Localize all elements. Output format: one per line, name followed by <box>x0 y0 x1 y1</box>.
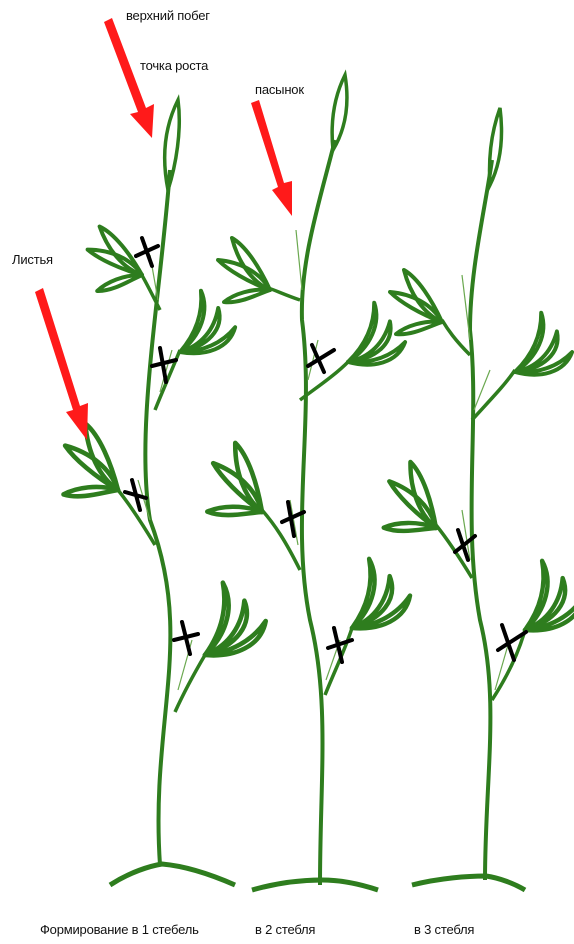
label-leaves: Листья <box>12 252 53 267</box>
roots <box>252 880 378 890</box>
caption-one-stem: Формирование в 1 стебель <box>40 922 199 937</box>
main-stem <box>470 160 492 880</box>
arrow-side-shoot <box>251 100 292 216</box>
arrow-top-shoot <box>104 18 154 138</box>
main-stem <box>302 140 335 885</box>
cross-mark <box>328 628 352 662</box>
cross-mark <box>174 622 198 654</box>
label-side-shoot: пасынок <box>255 82 304 97</box>
roots <box>412 876 525 890</box>
plant-three-stems <box>377 108 574 890</box>
label-top-shoot: верхний побег <box>126 8 210 23</box>
caption-two-stems: в 2 стебля <box>255 922 315 937</box>
growth-tip <box>165 100 180 190</box>
caption-three-stems: в 3 стебля <box>414 922 474 937</box>
roots <box>110 864 235 885</box>
label-growth-point: точка роста <box>140 58 208 73</box>
cross-mark <box>308 345 334 372</box>
arrow-leaves <box>35 288 88 440</box>
cross-mark <box>136 238 158 266</box>
plant-two-stems <box>201 75 413 890</box>
growth-tip <box>332 75 347 150</box>
